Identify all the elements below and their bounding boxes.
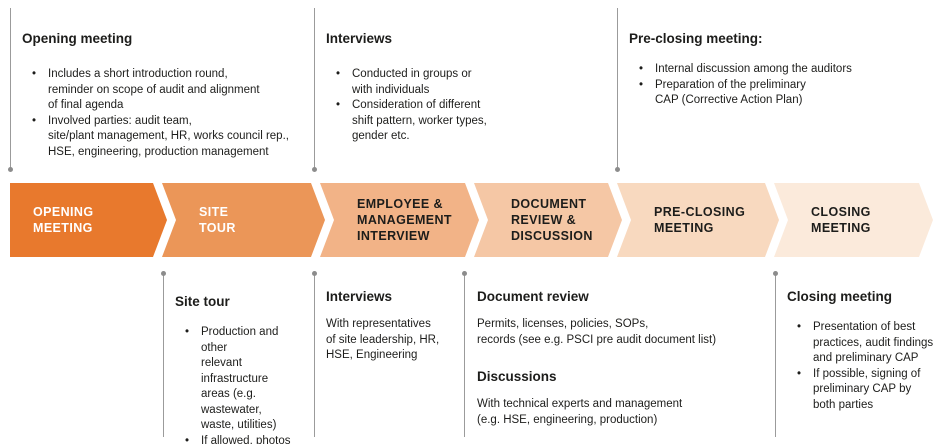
process-step-label: SITE TOUR [199, 205, 236, 235]
annotation-body: With technical experts and management (e… [477, 398, 683, 426]
connector-dot [312, 167, 317, 172]
annotation-body: Permits, licenses, policies, SOPs, recor… [477, 318, 717, 346]
connector-dot [8, 167, 13, 172]
bullet-item: If possible, signing of preliminary CAP … [787, 367, 937, 414]
bullet-item: Preparation of the preliminary CAP (Corr… [629, 78, 929, 109]
annotation-interviews-top: Interviews Conducted in groups or with i… [326, 30, 596, 145]
annotation-heading: Document review [477, 289, 589, 304]
bullet-item: Presentation of best practices, audit fi… [787, 320, 937, 367]
bullet-list: Presentation of best practices, audit fi… [787, 320, 937, 413]
bullet-item: Internal discussion among the auditors [629, 62, 929, 78]
process-step-document-review-discussion: DOCUMENT REVIEW & DISCUSSION [474, 183, 622, 257]
bullet-item: Involved parties: audit team, site/plant… [22, 114, 310, 161]
process-flow-band: OPENING MEETING SITE TOUR EMPLOYEE & MAN… [0, 183, 940, 257]
annotation-body: With representatives of site leadership,… [326, 318, 440, 361]
annotation-opening-meeting: Opening meeting Includes a short introdu… [22, 30, 310, 160]
annotation-heading: Interviews [326, 31, 393, 46]
connector-line-interviews-top [312, 8, 317, 172]
annotation-site-tour: Site tour Production and other relevant … [175, 293, 307, 444]
process-step-site-tour: SITE TOUR [162, 183, 325, 257]
bullet-list: Production and other relevant infrastruc… [175, 325, 307, 444]
bullet-list: Internal discussion among the auditors P… [629, 62, 929, 109]
process-step-closing-meeting: CLOSING MEETING [774, 183, 933, 257]
connector-dot [773, 271, 778, 276]
annotation-interviews-bottom: Interviews With representatives of site … [326, 288, 466, 364]
connector-line-document-review [462, 271, 467, 437]
bullet-item: If allowed, photos may be taken [175, 434, 307, 444]
process-step-label: CLOSING MEETING [811, 205, 871, 235]
annotation-heading: Interviews [326, 289, 393, 304]
connector-dot [161, 271, 166, 276]
process-step-label: EMPLOYEE & MANAGEMENT INTERVIEW [357, 197, 452, 243]
annotation-heading: Discussions [477, 369, 557, 384]
process-step-opening-meeting: OPENING MEETING [10, 183, 167, 257]
connector-line-pre-closing [615, 8, 620, 172]
process-step-pre-closing-meeting: PRE-CLOSING MEETING [617, 183, 779, 257]
annotation-heading: Closing meeting [787, 289, 893, 304]
bullet-list: Includes a short introduction round, rem… [22, 67, 310, 160]
annotation-document-review: Document review Permits, licenses, polic… [477, 288, 777, 428]
bullet-list: Conducted in groups or with individuals … [326, 67, 596, 145]
connector-line-interviews-bottom [312, 271, 317, 437]
bullet-item: Production and other relevant infrastruc… [175, 325, 307, 434]
bullet-item: Consideration of different shift pattern… [326, 98, 596, 145]
process-step-employee-management-interview: EMPLOYEE & MANAGEMENT INTERVIEW [320, 183, 479, 257]
annotation-heading: Opening meeting [22, 31, 133, 46]
annotation-pre-closing-meeting: Pre-closing meeting: Internal discussion… [629, 30, 929, 109]
connector-line-closing-meeting [773, 271, 778, 437]
process-step-label: PRE-CLOSING MEETING [654, 205, 746, 235]
annotation-heading: Pre-closing meeting: [629, 31, 763, 46]
connector-dot [462, 271, 467, 276]
process-step-label: OPENING MEETING [33, 205, 94, 235]
connector-line-opening-meeting [8, 8, 13, 172]
annotation-closing-meeting: Closing meeting Presentation of best pra… [787, 288, 937, 413]
bullet-item: Conducted in groups or with individuals [326, 67, 596, 98]
annotation-heading: Site tour [175, 294, 230, 309]
bullet-item: Includes a short introduction round, rem… [22, 67, 310, 114]
connector-dot [615, 167, 620, 172]
connector-dot [312, 271, 317, 276]
connector-line-site-tour [161, 271, 166, 437]
process-step-label: DOCUMENT REVIEW & DISCUSSION [511, 197, 593, 243]
